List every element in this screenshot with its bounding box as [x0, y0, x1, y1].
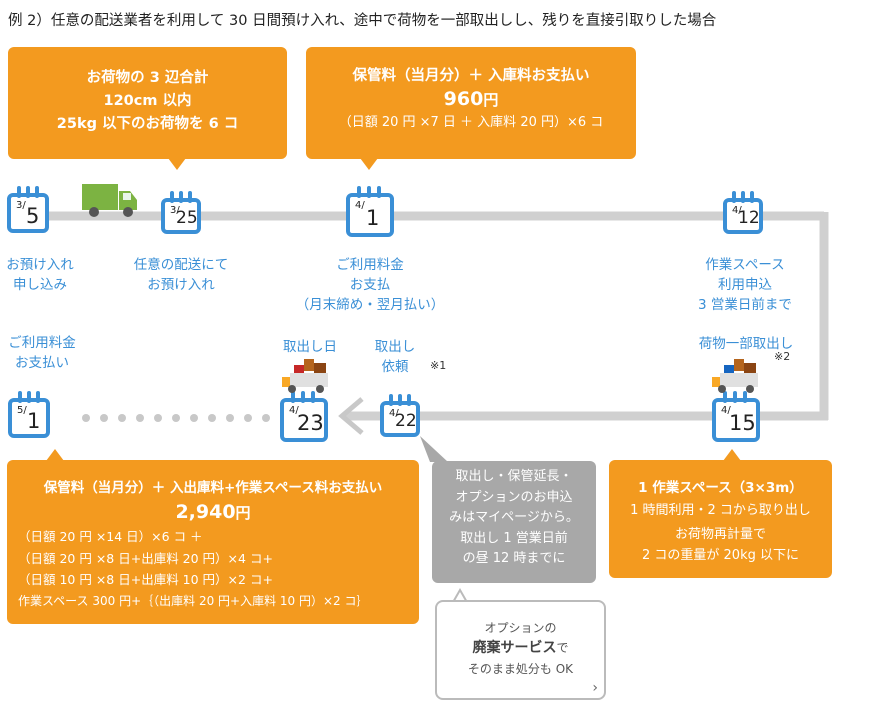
calendar-month: 4/ [355, 200, 365, 211]
item-size-pointer [168, 158, 186, 170]
truck-icon [82, 184, 137, 217]
item-size-line2: 120cm 以内 [103, 93, 192, 109]
label-deposit-ship: 任意の配送にて お預け入れ [116, 255, 246, 295]
label-line: お支払い [15, 355, 69, 371]
note-1: ※1 [430, 359, 447, 372]
label-line: 依頼 [381, 359, 409, 375]
info-line: 取出し 1 営業日前 [460, 530, 568, 546]
calendar-4-22: 4/ 22 [380, 394, 420, 437]
label-line: お支払 [349, 277, 391, 293]
calendar-month: 3/ [16, 200, 26, 211]
label-line: 申し込み [13, 277, 67, 293]
calendar-month: 4/ [732, 205, 742, 216]
option-line1: オプションの [484, 621, 557, 635]
calendar-month: 4/ [289, 405, 299, 416]
fee1-line3: （日額 20 円 ×7 日 ＋ 入庫料 20 円）×6 コ [338, 115, 604, 130]
fee2-detail-line: （日額 20 円 ×8 日+出庫料 20 円）×4 コ+ [18, 550, 273, 566]
calendar-month: 4/ [389, 408, 399, 419]
info-line: 取出し・保管延長・ [455, 469, 573, 484]
calendar-month: 4/ [721, 405, 731, 416]
label-line: 任意の配送にて [133, 257, 229, 273]
workspace-box: 1 作業スペース（3×3m） 1 時間利用・2 コから取り出し お荷物再計量で … [609, 460, 832, 578]
label-workspace: 作業スペース 利用申込 3 営業日前まで [680, 255, 810, 315]
label-line: 利用申込 [718, 277, 772, 293]
chevron-right-icon: › [592, 680, 598, 696]
label-line: ご利用料金 [336, 257, 404, 273]
label-line: お預け入れ [147, 277, 215, 293]
fee1-pointer [360, 158, 378, 170]
page-title: 例 2）任意の配送業者を利用して 30 日間預け入れ、途中で荷物を一部取出しし、… [8, 13, 717, 29]
fee2-detail-line: 作業スペース 300 円+｛（出庫料 20 円+入庫料 10 円）×2 コ｝ [18, 593, 369, 608]
label-pay2: ご利用料金 お支払い [0, 333, 84, 373]
label-line: 3 営業日前まで [698, 297, 792, 313]
calendar-5-1: 5/ 1 [8, 391, 50, 438]
fee2-detail-line: （日額 10 円 ×8 日+出庫料 10 円）×2 コ+ [18, 572, 273, 587]
fee1-unit: 円 [483, 91, 499, 109]
calendar-day: 23 [297, 411, 324, 435]
label-line: お預け入れ [6, 257, 74, 273]
calendar-4-23: 4/ 23 [280, 391, 328, 442]
label-line: （月末締め・翌月払い） [295, 297, 445, 313]
fee2-detail-line: （日額 20 円 ×14 日）×6 コ ＋ [18, 529, 203, 544]
calendar-day: 5 [26, 204, 40, 228]
mypage-info-box: 取出し・保管延長・ オプションのお申込 みはマイページから。 取出し 1 営業日… [432, 461, 596, 583]
info-line: みはマイページから。 [449, 510, 579, 525]
fee2-box: 保管料（当月分）＋ 入出庫料+作業スペース料お支払い 2,940円 （日額 20… [7, 460, 419, 624]
delivery-truck-icon-2 [712, 359, 758, 393]
info-line: の昼 12 時までに [462, 551, 566, 566]
fee1-box: 保管料（当月分）＋ 入庫料お支払い 960円 （日額 20 円 ×7 日 ＋ 入… [306, 47, 636, 159]
calendar-4-15: 4/ 15 [712, 391, 760, 442]
fee2-pointer [46, 449, 64, 461]
calendar-day: 15 [729, 411, 756, 435]
label-line: 取出し [374, 339, 416, 355]
option-line3: そのまま処分も OK [467, 662, 574, 676]
workspace-line4: 2 コの重量が 20kg 以下に [642, 548, 799, 563]
calendar-month: 5/ [17, 405, 27, 416]
fee2-amount: 2,940 [175, 501, 236, 523]
calendar-3-25: 3/ 25 [161, 191, 201, 234]
item-size-box: お荷物の 3 辺合計 120cm 以内 25kg 以下のお荷物を 6 コ [8, 47, 287, 159]
workspace-line1: 1 作業スペース（3×3m） [638, 480, 803, 496]
label-line: ご利用料金 [8, 335, 76, 351]
calendar-day: 12 [738, 208, 760, 228]
calendar-day: 25 [176, 208, 198, 228]
option-disposal-name: 廃棄サービス [472, 640, 557, 656]
dotted-path [82, 414, 270, 422]
fee2-line1: 保管料（当月分）＋ 入出庫料+作業スペース料お支払い [43, 480, 383, 496]
workspace-line3: お荷物再計量で [674, 527, 766, 542]
note-2: ※2 [774, 350, 791, 363]
label-pickup-day: 取出し日 [283, 339, 337, 355]
fee2-unit: 円 [235, 504, 251, 522]
calendar-month: 3/ [170, 205, 180, 216]
calendar-3-5: 3/ 5 [7, 186, 49, 233]
calendar-day: 1 [366, 206, 380, 230]
item-size-line1: お荷物の 3 辺合計 [86, 70, 209, 86]
workspace-pointer [723, 449, 741, 461]
option-line2b: で [556, 641, 569, 655]
label-partial-pickup: 荷物一部取出し [698, 336, 794, 352]
info-line: オプションのお申込 [455, 489, 573, 505]
delivery-truck-icon [282, 359, 328, 393]
label-pay1: ご利用料金 お支払 （月末締め・翌月払い） [290, 255, 450, 315]
calendar-4-12: 4/ 12 [723, 191, 763, 234]
fee1-amount: 960 [443, 88, 484, 110]
calendar-day: 1 [27, 409, 41, 433]
label-deposit-apply: お預け入れ 申し込み [0, 255, 80, 295]
calendar-4-1: 4/ 1 [346, 186, 394, 237]
calendar-day: 22 [395, 411, 417, 431]
fee1-line1: 保管料（当月分）＋ 入庫料お支払い [352, 68, 590, 84]
item-size-line3: 25kg 以下のお荷物を 6 コ [56, 116, 239, 132]
workspace-line2: 1 時間利用・2 コから取り出し [630, 503, 811, 518]
label-pickup-request: 取出し 依頼 [372, 337, 418, 377]
option-disposal-link[interactable]: オプションの 廃棄サービスで そのまま処分も OK › [435, 600, 606, 700]
label-line: 作業スペース [705, 257, 785, 273]
